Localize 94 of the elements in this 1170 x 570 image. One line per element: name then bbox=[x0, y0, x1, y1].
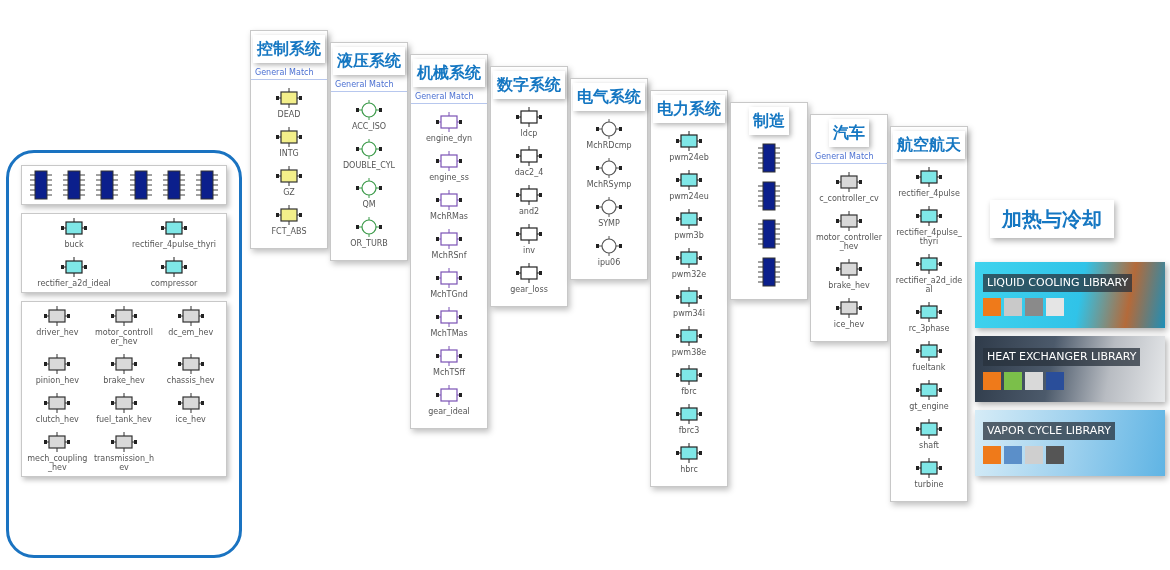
component-label: buck bbox=[64, 240, 84, 249]
component-label: dc_em_hev bbox=[168, 328, 214, 337]
component-label: pwm24eb bbox=[669, 153, 709, 162]
component-label: SYMP bbox=[598, 219, 620, 228]
rounded-frame bbox=[6, 150, 242, 558]
library-panel bbox=[890, 126, 968, 502]
component-label: fbrc3 bbox=[678, 426, 700, 435]
library-panel bbox=[21, 301, 227, 477]
component-label: brake_hev bbox=[828, 281, 870, 290]
banner-title: HEAT EXCHANGER LIBRARY bbox=[983, 347, 1141, 367]
banner-title: LIQUID COOLING LIBRARY bbox=[983, 273, 1133, 293]
heading-card: 机械系统 bbox=[413, 59, 485, 87]
library-panel bbox=[330, 42, 408, 261]
component-label: ldcp bbox=[520, 129, 538, 138]
component-label: GZ bbox=[283, 188, 295, 197]
component-label: ACC_ISO bbox=[351, 122, 387, 131]
heading-card: 电力系统 bbox=[653, 95, 725, 123]
component-label: pwm32e bbox=[671, 270, 707, 279]
component-label: QM bbox=[362, 200, 376, 209]
component-label: hbrc bbox=[680, 465, 698, 474]
component-label: ice_hev bbox=[833, 320, 865, 329]
component-label: pwm3b bbox=[674, 231, 704, 240]
component-label: fbrc bbox=[681, 387, 697, 396]
component-label: rc_3phase bbox=[908, 324, 950, 333]
library-banner bbox=[975, 262, 1165, 328]
component-label: clutch_hev bbox=[35, 415, 79, 424]
component-label: gear_loss bbox=[510, 285, 548, 294]
banner-title: VAPOR CYCLE LIBRARY bbox=[983, 421, 1115, 441]
component-label: motor_controller_hev bbox=[94, 328, 154, 346]
library-panel bbox=[21, 213, 227, 293]
panel-header: General Match bbox=[411, 91, 487, 104]
heading-card: 航空航天 bbox=[893, 131, 965, 159]
component-label: MchRSnf bbox=[431, 251, 467, 260]
component-label: engine_ss bbox=[429, 173, 469, 182]
component-label: engine_dyn bbox=[425, 134, 473, 143]
library-panel bbox=[21, 165, 227, 205]
component-label: FCT_ABS bbox=[271, 227, 307, 236]
library-panel bbox=[410, 54, 488, 429]
component-label: ipu06 bbox=[597, 258, 621, 267]
component-label: fuel_tank_hev bbox=[96, 415, 152, 424]
component-label: brake_hev bbox=[103, 376, 145, 385]
component-label: pwm38e bbox=[671, 348, 707, 357]
library-panel bbox=[730, 102, 808, 300]
heading-card: 制造 bbox=[749, 107, 789, 135]
component-label: MchTSff bbox=[433, 368, 465, 377]
library-panel bbox=[570, 78, 648, 280]
heading-card: 控制系统 bbox=[253, 35, 325, 63]
heading-card: 数字系统 bbox=[493, 71, 565, 99]
component-label: driver_hev bbox=[36, 328, 79, 337]
component-label: rectifier_4pulse bbox=[898, 189, 960, 198]
component-label: gt_engine bbox=[909, 402, 949, 411]
component-label: INTG bbox=[279, 149, 299, 158]
component-label: mech_coupling_hev bbox=[26, 454, 89, 472]
component-label: OR_TURB bbox=[350, 239, 388, 248]
component-label: rectifier_4pulse_thyri bbox=[895, 228, 963, 246]
component-label: c_controller_cv bbox=[819, 194, 879, 203]
component-label: ice_hev bbox=[175, 415, 206, 424]
library-panel bbox=[490, 66, 568, 307]
heading-card: 电气系统 bbox=[573, 83, 645, 111]
heading-card: 汽车 bbox=[829, 119, 869, 147]
heading-card: 加热与冷却 bbox=[990, 200, 1114, 238]
component-label: turbine bbox=[914, 480, 944, 489]
library-panel bbox=[250, 30, 328, 249]
component-label: chassis_hev bbox=[166, 376, 215, 385]
component-label: MchRSymp bbox=[586, 180, 632, 189]
component-label: MchRDcmp bbox=[586, 141, 632, 150]
library-panel bbox=[650, 90, 728, 487]
component-label: rectifier_4pulse_thyri bbox=[131, 240, 216, 249]
component-label: MchRMas bbox=[430, 212, 468, 221]
panel-header: General Match bbox=[811, 151, 887, 164]
component-label: inv bbox=[523, 246, 535, 255]
component-label: compressor bbox=[150, 279, 198, 288]
component-label: rectifier_a2d_ideal bbox=[895, 276, 963, 294]
component-label: gear_ideal bbox=[428, 407, 470, 416]
panel-header: General Match bbox=[331, 79, 407, 92]
component-label: MchTGnd bbox=[430, 290, 468, 299]
component-label: motor_controller_hev bbox=[815, 233, 883, 251]
component-label: MchTMas bbox=[430, 329, 468, 338]
component-label: DOUBLE_CYL bbox=[342, 161, 396, 170]
panel-header: General Match bbox=[251, 67, 327, 80]
component-label: and2 bbox=[518, 207, 540, 216]
library-banner bbox=[975, 410, 1165, 476]
component-label: pinion_hev bbox=[35, 376, 79, 385]
component-label: pwm34i bbox=[673, 309, 705, 318]
heading-card: 液压系统 bbox=[333, 47, 405, 75]
component-label: fueltank bbox=[912, 363, 946, 372]
library-panel bbox=[810, 114, 888, 342]
component-label: dac2_4 bbox=[514, 168, 544, 177]
component-label: DEAD bbox=[277, 110, 301, 119]
component-label: pwm24eu bbox=[669, 192, 709, 201]
library-banner bbox=[975, 336, 1165, 402]
component-label: shaft bbox=[919, 441, 939, 450]
component-label: rectifier_a2d_ideal bbox=[37, 279, 111, 288]
component-label: transmission_hev bbox=[92, 454, 156, 472]
